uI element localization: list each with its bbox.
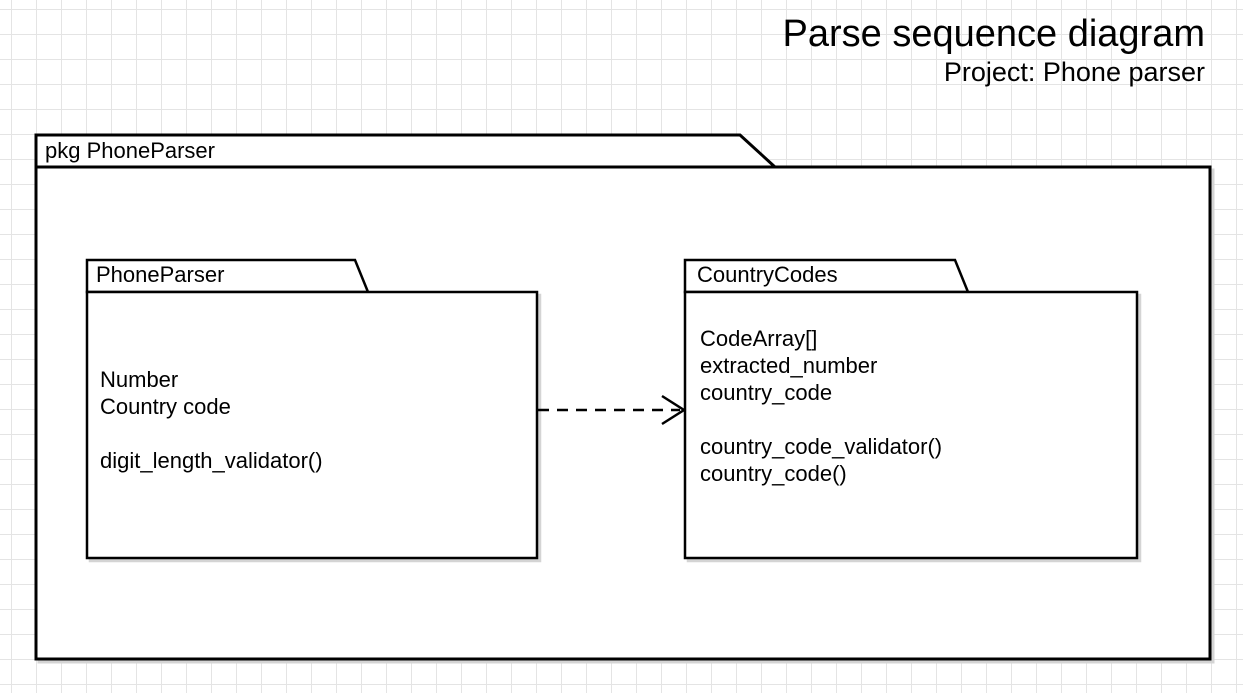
member-line: country_code_validator(): [700, 434, 943, 459]
phoneparser-body: [85, 290, 539, 560]
countrycodes-label: CountryCodes: [697, 262, 838, 287]
diagram-title: Parse sequence diagram: [782, 13, 1205, 55]
phoneparser-box-shape[interactable]: [85, 258, 542, 563]
member-line: extracted_number: [700, 353, 878, 378]
dependency-arrow[interactable]: [538, 394, 687, 426]
member-line: CodeArray[]: [700, 326, 818, 351]
diagram-subtitle: Project: Phone parser: [943, 57, 1205, 87]
countrycodes-body: [683, 290, 1139, 560]
phoneparser-members: Number Country code digit_length_validat…: [100, 366, 323, 474]
arrow-head-icon: [661, 394, 687, 426]
member-line: Number: [100, 367, 179, 392]
countrycodes-members: CodeArray[] extracted_number country_cod…: [700, 325, 942, 487]
member-line: [700, 406, 942, 433]
member-line: country_code(): [700, 461, 847, 486]
countrycodes-box-shape[interactable]: [683, 258, 1142, 563]
package-label: pkg PhoneParser: [45, 138, 215, 163]
member-line: country_code: [700, 380, 833, 405]
member-line: Country code: [100, 394, 231, 419]
member-line: digit_length_validator(): [100, 448, 323, 473]
member-line: [100, 420, 323, 447]
phoneparser-label: PhoneParser: [96, 262, 225, 287]
